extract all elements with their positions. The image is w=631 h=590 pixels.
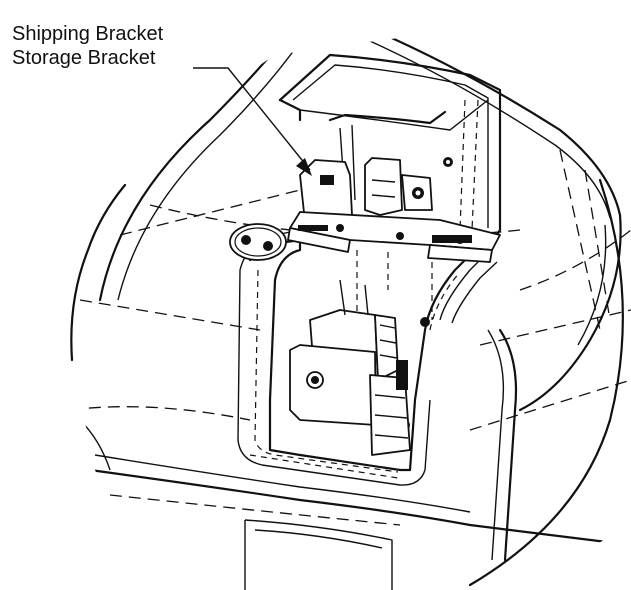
housing-top-edge: [98, 16, 622, 302]
housing-bottom-edge: [88, 468, 631, 547]
leader-arrowhead: [296, 158, 312, 176]
storage-bracket-part: [287, 211, 501, 263]
housing-right-edge: [518, 213, 622, 412]
internal-mechanism: [289, 279, 411, 456]
front-slot: [244, 519, 393, 590]
bolt-plate: [229, 223, 287, 261]
leader-line: [193, 67, 311, 171]
printer-body: [70, 16, 631, 590]
hopper-frame: [278, 53, 502, 240]
shipping-bracket-part: [299, 157, 433, 226]
shipping-bracket-label: Shipping Bracket: [12, 23, 164, 45]
storage-bracket-label: Storage Bracket: [12, 47, 156, 69]
magnifier-border: [70, 183, 127, 362]
